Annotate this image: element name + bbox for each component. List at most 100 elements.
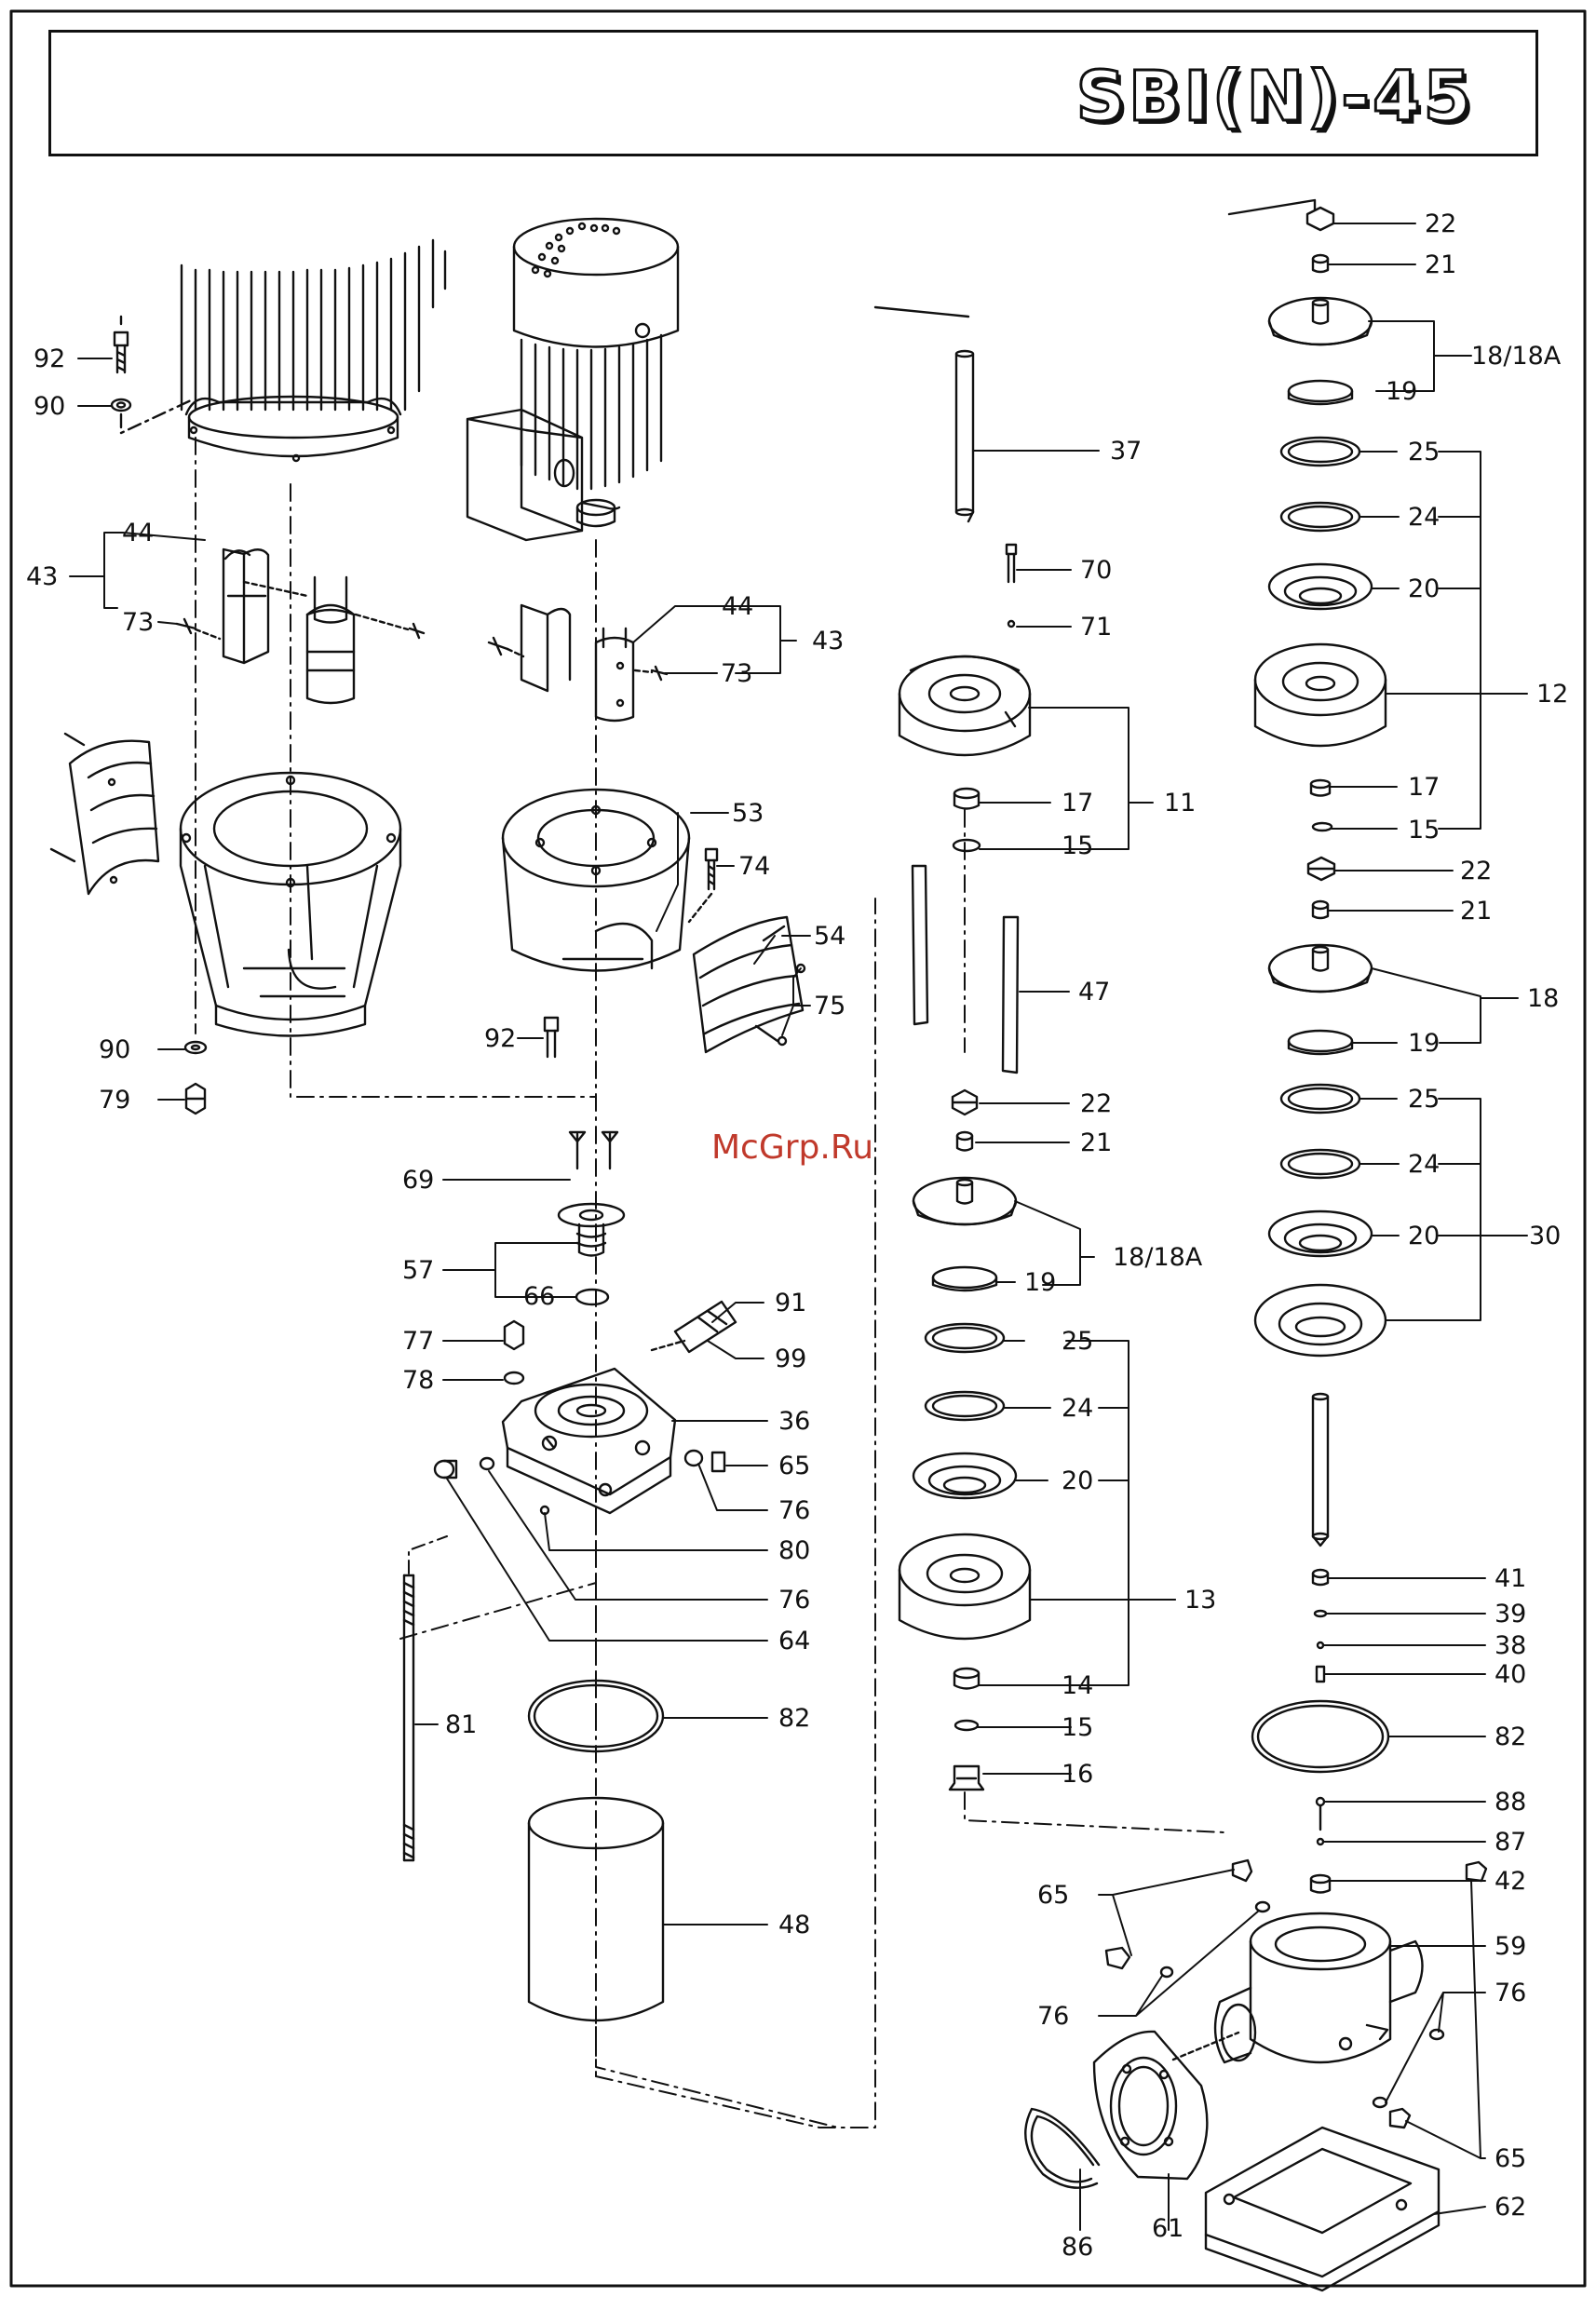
callout-20: 20 <box>1062 1468 1093 1493</box>
page-title: SBI(N)-45 <box>1076 57 1475 137</box>
sleeve-48 <box>529 1798 838 2128</box>
callout-24: 24 <box>1408 1152 1440 1177</box>
callout-21: 21 <box>1425 252 1456 277</box>
callout-62: 62 <box>1495 2195 1526 2220</box>
callout-17: 17 <box>1408 775 1440 800</box>
callout-77: 77 <box>402 1329 434 1354</box>
screw-77-78 <box>505 1321 523 1384</box>
callout-74: 74 <box>738 854 770 879</box>
callout-19: 19 <box>1408 1031 1440 1056</box>
callout-86: 86 <box>1062 2235 1093 2260</box>
callout-78: 78 <box>402 1368 434 1393</box>
callout-22: 22 <box>1080 1091 1112 1116</box>
ring-86 <box>1025 2109 1099 2188</box>
callout-91: 91 <box>775 1290 806 1316</box>
callout-65: 65 <box>1037 1883 1069 1908</box>
screw-92-centre <box>545 1018 558 1057</box>
callout-37: 37 <box>1110 439 1142 464</box>
impeller-18-middle <box>913 1178 1016 1224</box>
callout-20: 20 <box>1408 1223 1440 1249</box>
callout-24: 24 <box>1408 505 1440 530</box>
nut-90-79-left <box>185 1042 206 1114</box>
callout-76: 76 <box>778 1498 810 1523</box>
callout-81: 81 <box>445 1712 477 1737</box>
callout-16: 16 <box>1062 1762 1093 1787</box>
callout-47: 47 <box>1078 980 1110 1005</box>
callout-41: 41 <box>1495 1566 1526 1591</box>
callout-59: 59 <box>1495 1934 1526 1959</box>
callout-25: 25 <box>1408 1087 1440 1112</box>
callout-12: 12 <box>1536 682 1568 707</box>
callout-66: 66 <box>523 1284 555 1309</box>
callout-73: 73 <box>721 661 752 686</box>
motor-left-group <box>182 240 445 461</box>
screw-74 <box>689 849 717 922</box>
callout-15: 15 <box>1408 817 1440 843</box>
callout-75: 75 <box>814 993 845 1019</box>
callout-76: 76 <box>1037 2004 1069 2029</box>
coupling-left <box>177 549 424 703</box>
callout-20: 20 <box>1408 576 1440 601</box>
nut-22-21-middle <box>953 1090 977 1151</box>
plugs-65-76-80-64 <box>435 1451 724 1732</box>
guard-centre <box>694 917 805 1052</box>
callout-61: 61 <box>1152 2216 1183 2241</box>
callout-42: 42 <box>1495 1869 1526 1894</box>
callout-71: 71 <box>1080 615 1112 640</box>
guard-left <box>51 734 158 894</box>
upper-stack-col3 <box>1229 200 1386 831</box>
callout-24: 24 <box>1062 1396 1093 1421</box>
callout-18-18a: 18/18A <box>1113 1245 1202 1270</box>
callout-22: 22 <box>1425 211 1456 236</box>
callout-69: 69 <box>402 1168 434 1193</box>
callout-82: 82 <box>778 1706 810 1731</box>
callout-25: 25 <box>1408 439 1440 465</box>
callout-64: 64 <box>778 1628 810 1654</box>
seal-57 <box>559 1204 624 1304</box>
flange-61 <box>1094 2032 1238 2179</box>
pump-head-36 <box>503 1369 675 1513</box>
callout-38: 38 <box>1495 1633 1526 1658</box>
screws-69 <box>570 1132 617 1169</box>
callout-44: 44 <box>122 520 154 546</box>
callout-80: 80 <box>778 1538 810 1563</box>
bearing-17-15-top <box>954 789 980 851</box>
wear-ring-19-middle <box>933 1267 996 1290</box>
callout-18-18a: 18/18A <box>1471 344 1561 369</box>
tie-bolt-81 <box>404 1536 447 1860</box>
callout-82: 82 <box>1495 1724 1526 1750</box>
callout-30: 30 <box>1529 1223 1561 1249</box>
callout-79: 79 <box>99 1088 130 1113</box>
plugs-col3 <box>1106 1860 1486 2128</box>
callout-73: 73 <box>122 610 154 635</box>
mid-stack-col3 <box>1255 858 1386 1356</box>
callout-99: 99 <box>775 1346 806 1371</box>
callout-22: 22 <box>1460 858 1492 884</box>
motor-centre-group <box>467 219 678 540</box>
callout-21: 21 <box>1460 899 1492 924</box>
chamber-11 <box>899 656 1030 755</box>
callout-40: 40 <box>1495 1662 1526 1687</box>
callout-65: 65 <box>1495 2146 1526 2171</box>
adapter-91-99 <box>652 1302 736 1352</box>
callout-44: 44 <box>722 594 753 619</box>
callout-90: 90 <box>99 1037 130 1062</box>
callout-21: 21 <box>1080 1130 1112 1155</box>
callout-92: 92 <box>34 346 65 372</box>
callout-90: 90 <box>34 394 65 419</box>
callout-54: 54 <box>814 924 845 949</box>
callout-17: 17 <box>1062 790 1093 816</box>
callout-15: 15 <box>1062 1715 1093 1740</box>
callout-76: 76 <box>1495 1980 1526 2006</box>
screw-70-71 <box>1007 545 1016 627</box>
callout-19: 19 <box>1386 379 1417 404</box>
callout-25: 25 <box>1062 1329 1093 1354</box>
callout-39: 39 <box>1495 1601 1526 1627</box>
callout-36: 36 <box>778 1409 810 1434</box>
callout-53: 53 <box>732 801 764 826</box>
screw-92-90-left <box>112 317 191 433</box>
callout-88: 88 <box>1495 1790 1526 1815</box>
watermark: McGrp.Ru <box>711 1128 873 1167</box>
chamber-13 <box>899 1534 1030 1639</box>
